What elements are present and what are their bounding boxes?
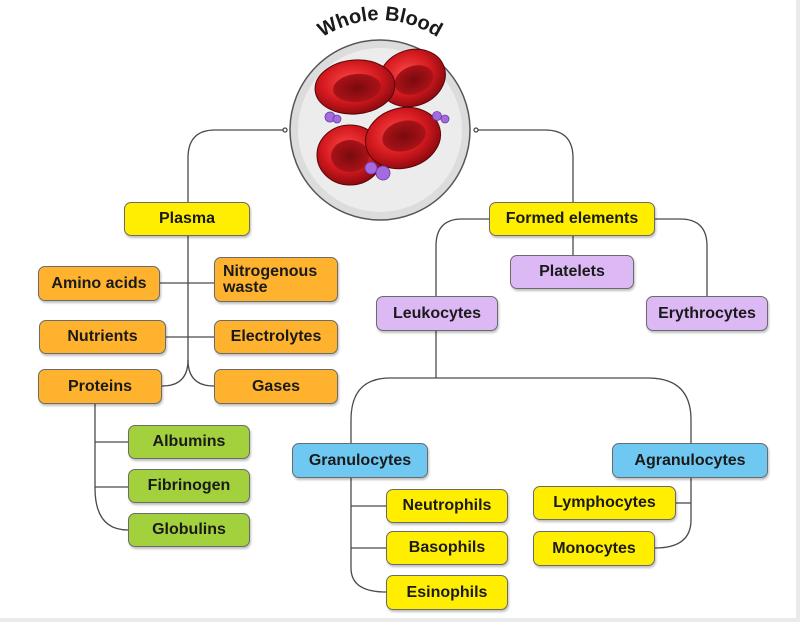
gases-node: Gases [214,369,338,404]
albumins-node: Albumins [128,425,250,459]
proteins-label: Proteins [67,377,132,395]
esinophils-label: Esinophils [406,583,488,601]
fibrinogen-node: Fibrinogen [128,469,250,503]
formed-elements-node: Formed elements [489,202,655,236]
neutrophils-label: Neutrophils [402,497,492,514]
leukocytes-node: Leukocytes [376,296,498,331]
basophils-node: Basophils [386,531,508,565]
nitrogenous-waste-label-line1: Nitrogenous [223,262,318,280]
formed-elements-label: Formed elements [505,210,639,227]
plasma-label: Plasma [158,210,216,227]
monocytes-node: Monocytes [533,531,655,566]
electrolytes-node: Electrolytes [214,320,338,354]
platelets-label: Platelets [539,263,605,280]
erythrocytes-node: Erythrocytes [646,296,768,331]
globulins-label: Globulins [152,521,226,538]
fibrinogen-label: Fibrinogen [147,477,231,494]
white-blood-cell-icon [324,111,450,181]
nutrients-label: Nutrients [67,328,138,345]
neutrophils-node: Neutrophils [386,489,508,523]
granulocytes-label: Granulocytes [308,451,412,469]
diagram-title: Whole Blood [314,3,446,42]
electrolytes-label: Electrolytes [230,328,322,345]
nitrogenous-waste-node: Nitrogenous waste [214,257,338,302]
platelets-node: Platelets [510,255,634,289]
agranulocytes-label: Agranulocytes [634,451,746,469]
globulins-node: Globulins [128,513,250,547]
esinophils-node: Esinophils [386,575,508,610]
amino-acids-label: Amino acids [51,274,147,292]
plasma-node: Plasma [124,202,250,236]
title-text: Whole Blood [314,3,446,42]
nutrients-node: Nutrients [39,320,166,354]
agranulocytes-node: Agranulocytes [612,443,768,478]
nitrogenous-waste-label-line2: waste [223,278,268,296]
albumins-label: Albumins [152,433,226,450]
lymphocytes-node: Lymphocytes [533,486,676,520]
erythrocytes-label: Erythrocytes [658,304,756,322]
gases-label: Gases [251,377,301,395]
basophils-label: Basophils [408,539,486,556]
monocytes-label: Monocytes [552,539,636,557]
amino-acids-node: Amino acids [38,266,160,301]
proteins-node: Proteins [38,369,162,404]
granulocytes-node: Granulocytes [292,443,428,478]
leukocytes-label: Leukocytes [392,304,482,322]
lymphocytes-label: Lymphocytes [553,494,656,511]
